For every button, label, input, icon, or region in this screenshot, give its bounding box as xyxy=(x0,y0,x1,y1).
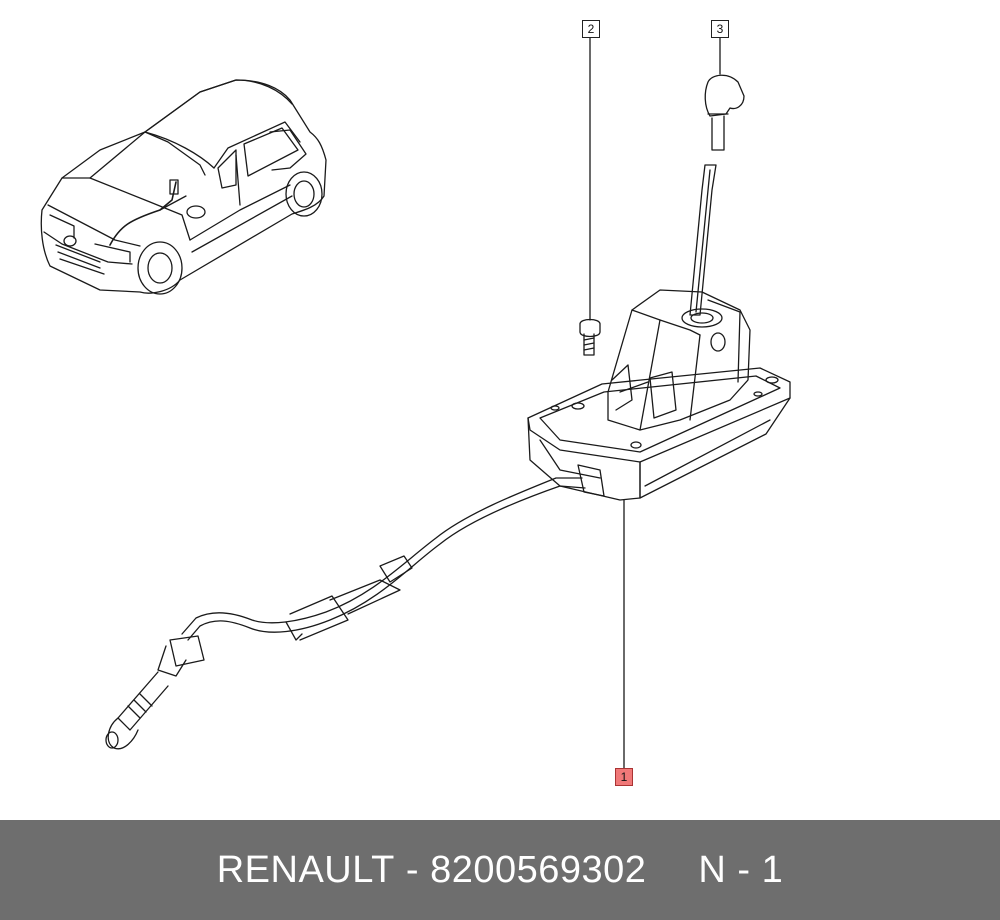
exploded-view-drawing xyxy=(40,37,791,769)
callout-3[interactable]: 3 xyxy=(711,20,729,38)
shifter-housing xyxy=(527,289,791,501)
callout-2[interactable]: 2 xyxy=(582,20,600,38)
car-illustration xyxy=(40,79,327,295)
brand-separator: - xyxy=(394,848,431,891)
shift-rod xyxy=(689,164,717,316)
part-number: 8200569302 xyxy=(430,848,647,891)
gear-cable xyxy=(105,477,586,750)
bolt-part xyxy=(579,37,601,356)
parts-diagram: 2 3 1 xyxy=(40,20,791,786)
callout-1[interactable]: 1 xyxy=(615,768,633,786)
footer-banner: RENAULT - 8200569302 N - 1 xyxy=(0,820,1000,920)
quantity-label: N - 1 xyxy=(698,848,784,891)
gear-knob-part xyxy=(704,37,745,151)
brand-name: RENAULT xyxy=(216,848,395,891)
